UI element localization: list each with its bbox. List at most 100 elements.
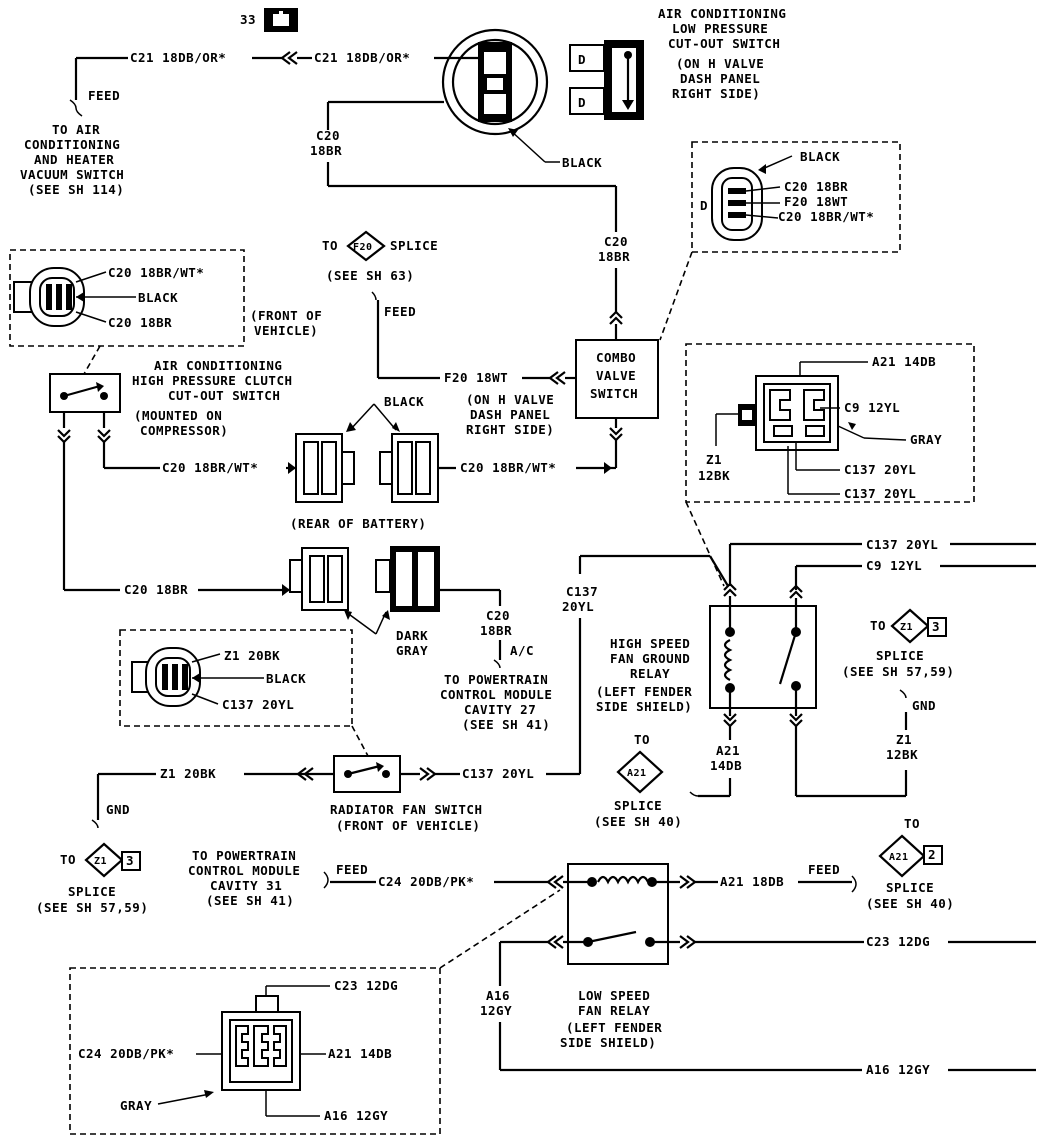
splice-a21-mid-splice: SPLICE (614, 798, 662, 813)
splice-a21-mid-see: (SEE SH 40) (594, 814, 682, 829)
c137-vert-b: 20YL (562, 599, 594, 614)
black-battery: BLACK (384, 394, 424, 409)
black-low-switch: BLACK (562, 155, 602, 170)
c20-ac-b: 18BR (480, 623, 512, 638)
splice-f20-see: (SEE SH 63) (326, 268, 414, 283)
svg-text:RIGHT SIDE): RIGHT SIDE) (672, 86, 760, 101)
svg-text:CAVITY 27: CAVITY 27 (464, 702, 536, 717)
wire-c21-right-label: C21 18DB/OR* (314, 50, 410, 65)
c137-vert-a: C137 (566, 584, 598, 599)
z1-12bk-a: Z1 (896, 732, 912, 747)
high-switch-connector-box (9, 249, 245, 347)
svg-text:(LEFT FENDER: (LEFT FENDER (566, 1020, 662, 1035)
combo-pin-2: F20 18WT (784, 194, 848, 209)
splice-f20-to: TO (322, 238, 338, 253)
relay-pin-a21: A21 14DB (872, 354, 936, 369)
svg-text:D: D (700, 198, 708, 213)
feed-c24: FEED (336, 862, 368, 877)
rad-connector (131, 647, 201, 707)
lower-connector-right (375, 546, 440, 612)
splice-z1-left-see: (SEE SH 57,59) (36, 900, 148, 915)
combo-valve-1: COMBO (596, 350, 636, 365)
svg-text:CUT-OUT SWITCH: CUT-OUT SWITCH (168, 388, 280, 403)
svg-text:FAN GROUND: FAN GROUND (610, 651, 690, 666)
battery-connector-left (295, 433, 355, 503)
combo-location: (ON H VALVE DASH PANEL RIGHT SIDE) (466, 392, 554, 437)
high-conn-pin-1: C20 18BR/WT* (108, 265, 204, 280)
c20-ac-a: C20 (486, 608, 510, 623)
bottom-connector-box (69, 967, 441, 1135)
relay-z1-a: Z1 (706, 452, 722, 467)
svg-text:TO POWERTRAIN: TO POWERTRAIN (444, 672, 548, 687)
battery-icon (264, 8, 298, 32)
svg-text:HIGH SPEED: HIGH SPEED (610, 636, 690, 651)
svg-text:(MOUNTED ON: (MOUNTED ON (134, 408, 222, 423)
svg-text:(ON H VALVE: (ON H VALVE (466, 392, 554, 407)
svg-text:DASH PANEL: DASH PANEL (680, 71, 760, 86)
rear-of-battery: (REAR OF BATTERY) (290, 516, 426, 531)
dark-gray-2: GRAY (396, 643, 428, 658)
a16-vert-a: A16 (486, 988, 510, 1003)
svg-text:(SEE SH 41): (SEE SH 41) (206, 893, 294, 908)
relay-pin-c9: C9 12YL (844, 400, 900, 415)
svg-text:TO POWERTRAIN: TO POWERTRAIN (192, 848, 296, 863)
svg-text:SIDE SHIELD): SIDE SHIELD) (596, 699, 692, 714)
svg-text:LOW PRESSURE: LOW PRESSURE (672, 21, 768, 36)
a21-14db-b: 14DB (710, 758, 742, 773)
z1-12bk-b: 12BK (886, 747, 918, 762)
bottom-pin-a16: A16 12GY (324, 1108, 388, 1123)
rad-connector-box (119, 629, 353, 727)
svg-text:SIDE SHIELD): SIDE SHIELD) (560, 1035, 656, 1050)
wire-c9: C9 12YL (866, 558, 922, 573)
high-switch-connector (13, 267, 85, 327)
splice-a21-right-to: TO (904, 816, 920, 831)
splice-a21-right-num: 2 (928, 847, 936, 862)
splice-a21-mid-to: TO (634, 732, 650, 747)
sheet-ref: 33 (240, 12, 256, 27)
svg-text:AIR CONDITIONING: AIR CONDITIONING (658, 6, 786, 21)
relay-gray: GRAY (910, 432, 942, 447)
wire-a16-bottom: A16 12GY (866, 1062, 930, 1077)
rad-pin-c137: C137 20YL (222, 697, 294, 712)
svg-text:LOW SPEED: LOW SPEED (578, 988, 650, 1003)
rad-switch-2: (FRONT OF VEHICLE) (336, 818, 480, 833)
splice-a21-right-see: (SEE SH 40) (866, 896, 954, 911)
wire-c20-18br-low: C20 18BR (124, 582, 188, 597)
to-pcm-31: TO POWERTRAIN CONTROL MODULE CAVITY 31 (… (188, 848, 300, 908)
feed-label: FEED (88, 88, 120, 103)
c20-combo-a: C20 (604, 234, 628, 249)
splice-a21-mid-code: A21 (627, 768, 647, 779)
svg-text:(LEFT FENDER: (LEFT FENDER (596, 684, 692, 699)
high-conn-pin-3: C20 18BR (108, 315, 172, 330)
rad-pin-black: BLACK (266, 671, 306, 686)
high-conn-pin-2: BLACK (138, 290, 178, 305)
gnd-left: GND (106, 802, 130, 817)
low-pressure-connector: D D (569, 40, 644, 120)
a21-14db-a: A21 (716, 743, 740, 758)
front-vehicle-2: VEHICLE) (254, 323, 318, 338)
svg-text:CONTROL MODULE: CONTROL MODULE (440, 687, 552, 702)
dark-gray-1: DARK (396, 628, 428, 643)
bottom-gray: GRAY (120, 1098, 152, 1113)
svg-text:RIGHT SIDE): RIGHT SIDE) (466, 422, 554, 437)
bottom-pin-c23: C23 12DG (334, 978, 398, 993)
wire-z1-20bk: Z1 20BK (160, 766, 216, 781)
bottom-pin-c24: C24 20DB/PK* (78, 1046, 174, 1061)
combo-connector-box (691, 141, 901, 253)
svg-text:CUT-OUT SWITCH: CUT-OUT SWITCH (668, 36, 780, 51)
high-pressure-switch (49, 373, 121, 413)
svg-text:D: D (578, 95, 586, 110)
high-switch-title: AIR CONDITIONING HIGH PRESSURE CLUTCH CU… (132, 358, 292, 438)
splice-z1-left-code: Z1 (94, 856, 107, 867)
splice-f20-splice: SPLICE (390, 238, 438, 253)
bottom-connector (221, 995, 301, 1091)
gnd-right: GND (912, 698, 936, 713)
svg-text:COMPRESSOR): COMPRESSOR) (140, 423, 228, 438)
splice-z1-left-to: TO (60, 852, 76, 867)
ac-label: A/C (510, 643, 534, 658)
svg-text:VACUUM SWITCH: VACUUM SWITCH (20, 167, 124, 182)
svg-text:AIR CONDITIONING: AIR CONDITIONING (154, 358, 282, 373)
svg-text:AND HEATER: AND HEATER (34, 152, 114, 167)
relay-z1-b: 12BK (698, 468, 730, 483)
front-vehicle-1: (FRONT OF (250, 308, 322, 323)
